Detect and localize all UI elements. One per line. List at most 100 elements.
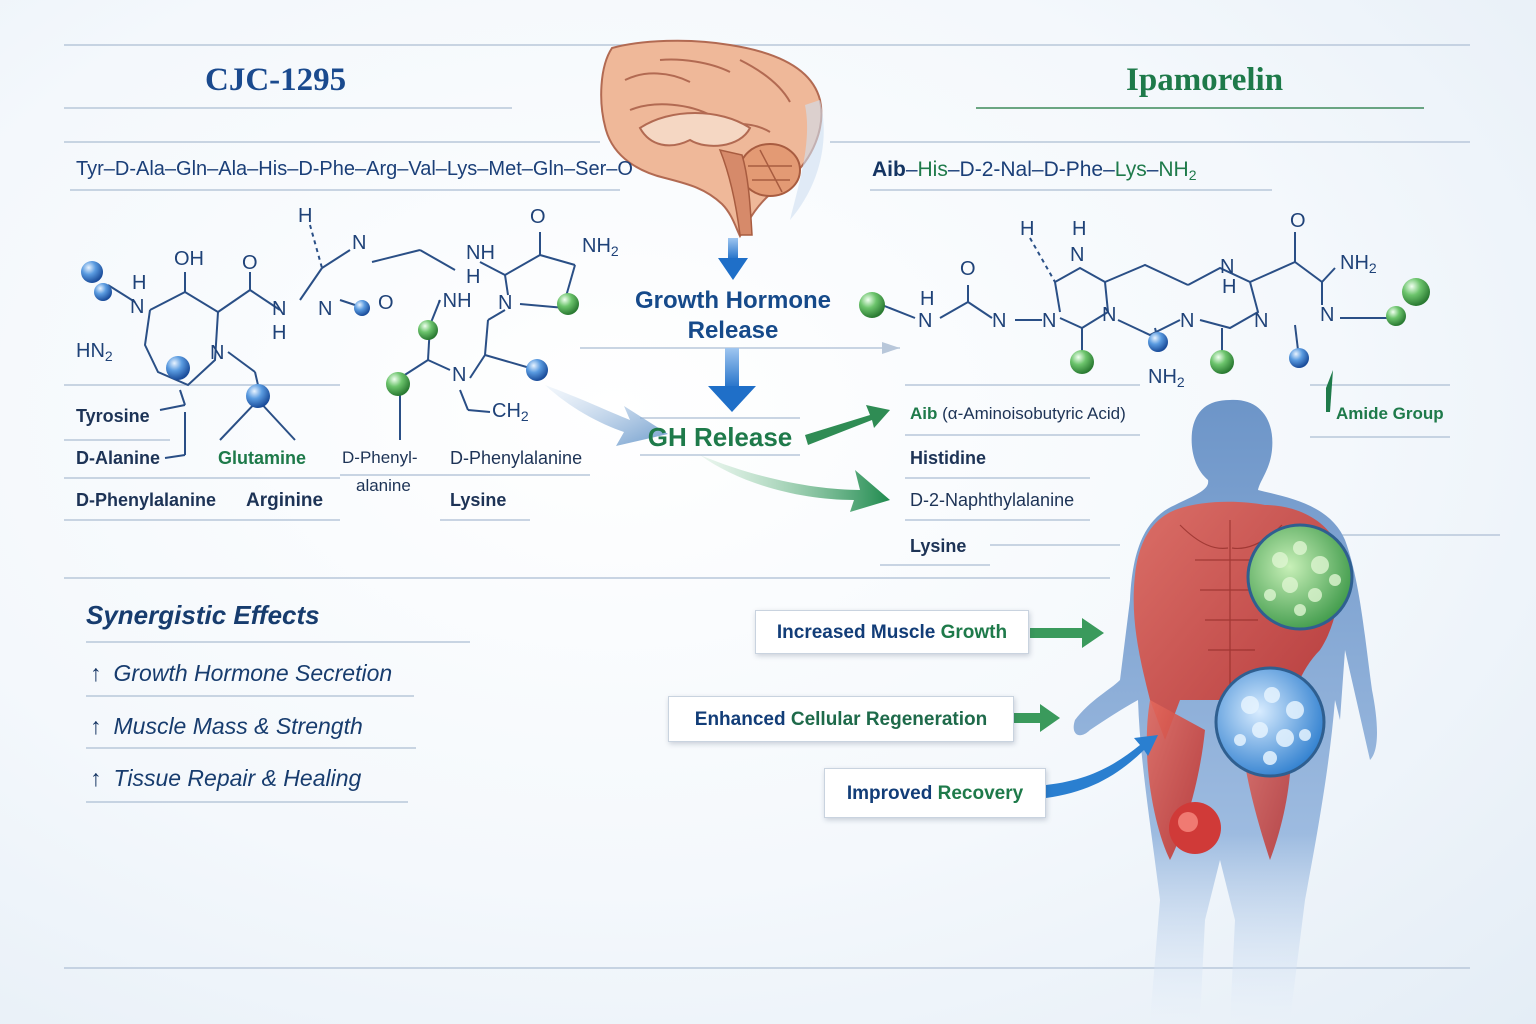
benefit-text-accent: Recovery	[937, 783, 1024, 804]
ipamorelin-beads	[859, 278, 1430, 412]
atom-n: N	[1220, 256, 1235, 278]
benefit-text-accent: Cellular Regeneration	[790, 709, 988, 730]
flow-arrows	[545, 238, 900, 512]
effect-item: ↑ Growth Hormone Secretion	[90, 660, 392, 687]
growth-hormone-release-label: Growth Hormone Release	[620, 286, 846, 346]
atom-sub: 2	[520, 408, 529, 424]
label-amide-group: Amide Group	[1336, 404, 1444, 423]
atom-n: N	[318, 298, 333, 320]
atom-n: N	[1102, 304, 1117, 326]
cjc-beads	[81, 261, 579, 408]
seq-dash: –	[905, 158, 918, 181]
molecule-bead-icon	[1402, 278, 1430, 306]
molecule-bead-icon	[557, 293, 579, 315]
cell-regeneration-icon	[1214, 666, 1326, 778]
cjc-1295-sequence: Tyr–D-Ala–Gln–Ala–His–D-Phe–Arg–Val–Lys–…	[76, 158, 633, 180]
cjc-1295-structure	[107, 224, 576, 459]
atom-n: N	[1070, 244, 1085, 266]
benefit-muscle-growth: Increased Muscle Growth	[755, 610, 1029, 654]
seq-dash: –	[1103, 158, 1115, 181]
effect-item: ↑Muscle Mass & Strength	[90, 713, 363, 740]
atom-sub: 2	[104, 348, 113, 364]
molecule-bead-icon	[526, 359, 548, 381]
atom-o: O	[960, 258, 976, 280]
synergy-title: Synergistic Effects	[86, 600, 320, 630]
atom-o: O	[530, 206, 546, 228]
label-d-alanine: D-Alanine	[76, 448, 161, 468]
molecule-bead-icon	[94, 283, 112, 301]
atom-n: N	[452, 364, 467, 386]
label-d-phenylalanine-left: D-Phenylalanine	[76, 490, 217, 510]
atom-n: N	[918, 310, 933, 332]
benefit-cellular-regeneration: Enhanced Cellular Regeneration	[668, 696, 1014, 742]
molecule-bead-icon	[386, 372, 410, 396]
benefit-text: Improved	[846, 783, 938, 804]
benefit-text: Enhanced	[694, 709, 791, 730]
seq-dphe: D-Phe	[1043, 158, 1104, 181]
atom-h: H	[1072, 218, 1087, 240]
atom-oh: OH	[174, 248, 204, 270]
brain-icon	[600, 39, 824, 239]
cjc-1295-title: CJC-1295	[205, 62, 347, 98]
atom-h: H	[132, 272, 147, 294]
atom-ch: CH	[492, 400, 521, 422]
effect-item: ↑Tissue Repair & Healing	[90, 765, 361, 792]
label-arginine: Arginine	[246, 490, 324, 511]
atom-nh2: NH2	[1340, 252, 1377, 276]
effect-label: Growth Hormone Secretion	[113, 660, 393, 686]
atom-nh: ·NH	[436, 290, 472, 312]
atom-o: O	[378, 292, 394, 314]
label-histidine: Histidine	[910, 448, 987, 468]
atom-nh: NH	[1148, 366, 1177, 388]
atom-n: N	[992, 310, 1007, 332]
seq-lys: Lys	[1114, 158, 1147, 181]
ipamorelin-title: Ipamorelin	[1126, 62, 1284, 98]
label-d-2-naphthylalanine: D-2-Naphthylalanine	[910, 490, 1075, 510]
label-glutamine: Glutamine	[218, 448, 307, 468]
benefit-text-accent: Growth	[940, 622, 1008, 643]
seq-d2nal: D-2-Nal	[959, 158, 1032, 181]
label-d-phenyl: D-Phenyl-	[342, 448, 418, 467]
label-aib: Aib (α-Aminoisobutyric Acid)	[910, 404, 1126, 424]
seq-dash: –	[947, 158, 960, 181]
seq-nh: NH	[1158, 158, 1189, 181]
molecule-bead-icon	[1386, 306, 1406, 326]
atom-nh2: NH2	[582, 235, 619, 259]
benefit-text: Increased Muscle	[776, 622, 941, 643]
atom-n: N	[1180, 310, 1195, 332]
atom-hn: HN	[76, 340, 105, 362]
arrow-up-icon: ↑	[90, 713, 102, 739]
muscle-cell-icon	[1246, 523, 1354, 631]
label-aib-full: (α-Aminoisobutyric Acid)	[942, 404, 1126, 423]
atom-nh: NH	[466, 242, 495, 264]
amide-pointer-icon	[1326, 370, 1333, 412]
atom-h: H	[272, 322, 287, 344]
molecule-bead-icon	[1070, 350, 1094, 374]
ipamorelin-structure	[881, 232, 1400, 352]
atom-hn2: HN2	[76, 340, 113, 364]
flow-line-2: Release	[687, 317, 779, 344]
label-d-phenylalanine-right: D-Phenylalanine	[450, 448, 583, 468]
seq-dash: –	[1146, 158, 1159, 181]
atom-n: N	[1042, 310, 1057, 332]
atom-n: N	[272, 298, 287, 320]
molecule-bead-icon	[354, 300, 370, 316]
atom-h: H	[1222, 276, 1237, 298]
atom-n: N	[352, 232, 367, 254]
atom-n: N	[130, 296, 145, 318]
atom-h: H	[298, 205, 313, 227]
arrow-up-icon: ↑	[90, 660, 102, 686]
label-tyrosine: Tyrosine	[76, 406, 150, 426]
atom-o: O	[242, 252, 258, 274]
atom-h: H	[920, 288, 935, 310]
seq-nh-sub: 2	[1188, 167, 1197, 183]
atom-ch2: CH2	[492, 400, 529, 424]
label-lysine-left: Lysine	[450, 490, 507, 510]
label-aib-name: Aib	[910, 404, 938, 423]
benefit-arrows	[1014, 618, 1158, 798]
label-lysine-right: Lysine	[910, 536, 967, 556]
atom-o: O	[1290, 210, 1306, 232]
atom-n: N	[210, 342, 225, 364]
seq-his: His	[917, 158, 948, 181]
